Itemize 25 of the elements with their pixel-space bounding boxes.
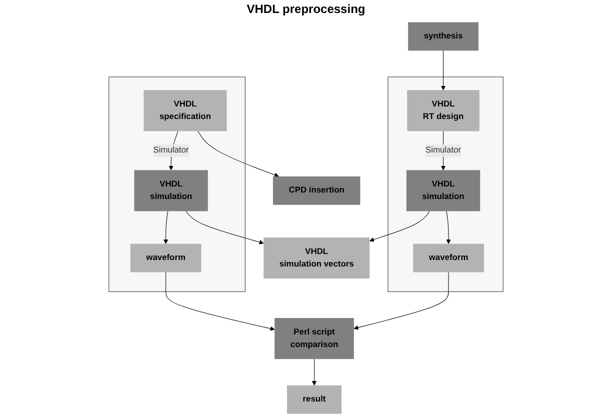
node-box: result [287,385,342,414]
arrow [369,210,430,242]
node-box: waveform [130,244,202,272]
arrow [354,272,449,330]
cluster [388,76,504,292]
arrow [446,210,451,244]
node-box: CPD insertion [272,176,360,205]
node-box: VHDL specification [144,90,227,132]
node-box: Perl script comparison [274,318,354,360]
arrow [166,272,275,331]
node-box: VHDL RT design [407,90,480,132]
arrow [440,50,446,90]
arrow [198,130,279,178]
arrow [312,358,317,386]
annotation-text: VHDL preprocessing [246,2,366,16]
node-box: VHDL simulation [134,170,208,212]
edge-label: Simulator [425,146,462,155]
arrow [164,210,168,244]
node-box: waveform [413,244,484,272]
cluster [108,76,246,292]
arrow [186,210,264,244]
edge-label: Simulator [153,146,189,155]
node-box: VHDL simulation vectors [264,237,370,279]
node-box: synthesis [408,22,478,51]
node-box: VHDL simulation [406,170,480,212]
